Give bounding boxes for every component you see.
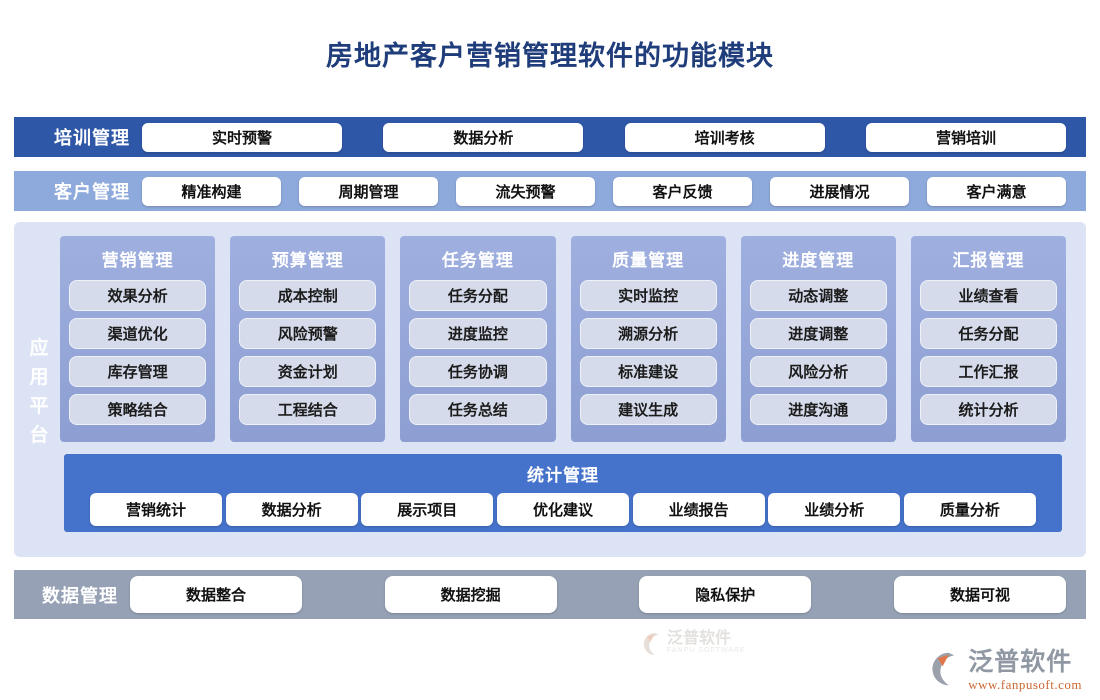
module-column: 预算管理成本控制风险预警资金计划工程结合 [230,236,386,442]
module-item-button[interactable]: 风险分析 [749,356,887,387]
data-module-button[interactable]: 数据整合 [130,576,302,613]
module-column-title: 汇报管理 [952,251,1025,270]
platform-label: 应 用 平 台 [29,338,49,446]
watermark-logo-icon [643,633,659,655]
customer-module-button[interactable]: 精准构建 [142,176,281,206]
training-module-button[interactable]: 培训考核 [624,122,825,152]
module-column-title: 质量管理 [612,251,685,270]
vendor-logo-name: 泛普软件 [968,649,1073,676]
module-item-button[interactable]: 库存管理 [69,356,207,387]
module-item-button[interactable]: 业绩查看 [919,280,1058,311]
vendor-logo: 泛普软件 www.fanpusoft.com [928,650,1082,693]
module-item-button[interactable]: 标准建设 [579,356,717,387]
data-module-button[interactable]: 数据可视 [893,576,1066,613]
module-item-button[interactable]: 建议生成 [579,394,717,425]
stats-module-button[interactable]: 优化建议 [496,493,629,526]
module-item-button[interactable]: 任务协调 [409,356,547,387]
stats-module-button[interactable]: 业绩报告 [632,493,765,526]
module-item-button[interactable]: 进度监控 [409,318,547,349]
module-column-items: 业绩查看任务分配工作汇报统计分析 [919,280,1058,425]
stats-module-button[interactable]: 质量分析 [903,493,1036,526]
band-data-label: 数据管理 [42,585,118,606]
module-item-button[interactable]: 统计分析 [919,394,1058,425]
module-item-button[interactable]: 进度调整 [749,318,887,349]
customer-module-button[interactable]: 周期管理 [299,176,438,206]
watermark-subtext: FANPU SOFTWARE [667,647,746,654]
watermark-text: 泛普软件 [667,630,732,647]
module-item-button[interactable]: 效果分析 [69,280,207,311]
application-platform-panel: 应 用 平 台 营销管理效果分析渠道优化库存管理策略结合预算管理成本控制风险预警… [14,222,1086,655]
module-column-title: 预算管理 [271,251,344,270]
module-item-button[interactable]: 工程结合 [239,394,377,425]
stats-module-button[interactable]: 营销统计 [90,493,222,526]
band-training-label: 培训管理 [54,128,130,148]
customer-module-button[interactable]: 客户满意 [927,176,1066,206]
stats-band-title: 统计管理 [527,466,599,485]
module-item-button[interactable]: 工作汇报 [919,356,1058,387]
module-item-button[interactable]: 进度沟通 [749,394,887,425]
module-column: 任务管理任务分配进度监控任务协调任务总结 [400,236,556,442]
stats-band-items: 营销统计数据分析展示项目优化建议业绩报告业绩分析质量分析 [90,493,1036,526]
module-item-button[interactable]: 任务分配 [919,318,1058,349]
stats-module-button[interactable]: 业绩分析 [768,493,901,526]
module-column-title: 营销管理 [101,251,174,270]
vendor-logo-icon [932,652,955,686]
module-column: 质量管理实时监控溯源分析标准建设建议生成 [570,236,726,442]
vendor-logo-url[interactable]: www.fanpusoft.com [968,677,1082,692]
training-module-button[interactable]: 实时预警 [142,122,342,152]
module-column-items: 效果分析渠道优化库存管理策略结合 [69,280,207,425]
module-column: 汇报管理业绩查看任务分配工作汇报统计分析 [910,236,1067,442]
module-item-button[interactable]: 动态调整 [749,280,887,311]
module-column-items: 动态调整进度调整风险分析进度沟通 [749,280,887,425]
band-training: 培训管理 实时预警 数据分析 培训考核 营销培训 [14,117,1086,157]
training-module-button[interactable]: 数据分析 [383,122,584,152]
module-column-title: 任务管理 [441,251,514,270]
band-customer-items: 精准构建周期管理流失预警客户反馈进展情况客户满意 [142,176,1066,206]
module-item-button[interactable]: 溯源分析 [579,318,717,349]
vendor-logo-text-wrap: 泛普软件 www.fanpusoft.com [968,650,1082,693]
platform-columns: 营销管理效果分析渠道优化库存管理策略结合预算管理成本控制风险预警资金计划工程结合… [60,236,1067,442]
training-module-button[interactable]: 营销培训 [865,122,1066,152]
band-training-items: 实时预警 数据分析 培训考核 营销培训 [142,122,1066,152]
module-column: 营销管理效果分析渠道优化库存管理策略结合 [60,236,216,442]
watermark-text-wrap: 泛普软件 FANPU SOFTWARE [667,630,746,655]
stats-band: 统计管理 营销统计数据分析展示项目优化建议业绩报告业绩分析质量分析 [64,454,1062,532]
page-title: 房地产客户营销管理软件的功能模块 [326,41,774,71]
module-item-button[interactable]: 任务总结 [409,394,547,425]
module-column-items: 实时监控溯源分析标准建设建议生成 [579,280,717,425]
band-customer-label: 客户管理 [54,182,130,202]
customer-module-button[interactable]: 流失预警 [456,176,595,206]
module-item-button[interactable]: 实时监控 [579,280,717,311]
module-item-button[interactable]: 任务分配 [409,280,547,311]
band-data-items: 数据整合 数据挖掘 隐私保护 数据可视 [130,576,1066,613]
module-column-items: 任务分配进度监控任务协调任务总结 [409,280,547,425]
band-customer: 客户管理 精准构建周期管理流失预警客户反馈进展情况客户满意 [14,171,1086,211]
module-column: 进度管理动态调整进度调整风险分析进度沟通 [740,236,896,442]
module-column-items: 成本控制风险预警资金计划工程结合 [239,280,377,425]
watermark: 泛普软件 FANPU SOFTWARE [642,631,746,657]
module-item-button[interactable]: 策略结合 [69,394,207,425]
band-data: 数据管理 数据整合 数据挖掘 隐私保护 数据可视 [14,570,1086,619]
data-module-button[interactable]: 数据挖掘 [384,576,557,613]
stats-module-button[interactable]: 数据分析 [225,493,358,526]
customer-module-button[interactable]: 进展情况 [770,176,909,206]
module-item-button[interactable]: 渠道优化 [69,318,207,349]
module-column-title: 进度管理 [782,251,855,270]
module-item-button[interactable]: 资金计划 [239,356,377,387]
customer-module-button[interactable]: 客户反馈 [613,176,752,206]
data-module-button[interactable]: 隐私保护 [639,576,812,613]
module-item-button[interactable]: 风险预警 [239,318,377,349]
stats-module-button[interactable]: 展示项目 [361,493,494,526]
module-item-button[interactable]: 成本控制 [239,280,377,311]
